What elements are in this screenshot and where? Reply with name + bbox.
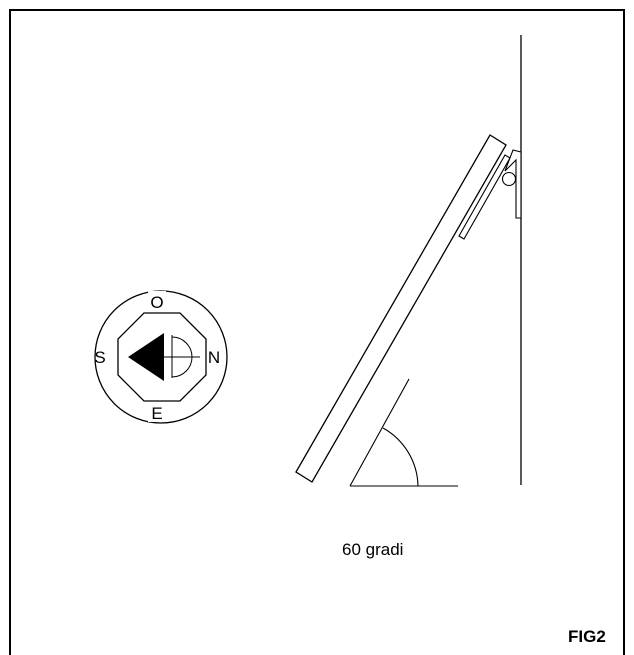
inclined-panel	[295, 134, 507, 483]
angle-caption: 60 gradi	[342, 540, 403, 559]
figure-label: FIG2	[568, 627, 606, 646]
compass-rose: O E S N	[94, 290, 228, 424]
angle-arc	[382, 427, 419, 487]
compass-west-label: O	[150, 293, 163, 312]
compass-east-label: E	[151, 404, 162, 423]
wall-bracket	[504, 149, 522, 219]
figure-frame	[9, 9, 625, 655]
label-backdrop	[148, 291, 166, 311]
compass-north-label: N	[208, 348, 220, 367]
angle-indicator	[349, 378, 458, 487]
label-backdrop	[148, 402, 166, 422]
compass-south-label: S	[94, 348, 105, 367]
hinge-pin	[501, 171, 517, 187]
compass-inner-arc	[171, 336, 193, 378]
angle-incline-line	[349, 378, 410, 487]
compass-needle-arrow-icon	[128, 333, 164, 381]
